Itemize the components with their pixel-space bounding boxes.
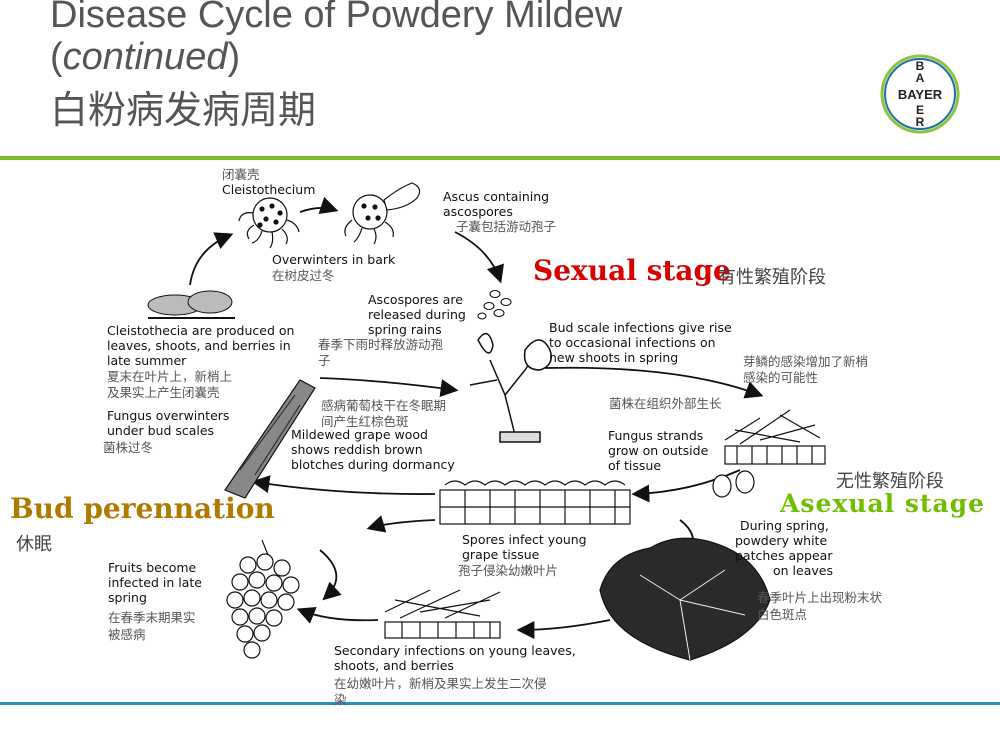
secondary-en-2: shoots, and berries (334, 658, 454, 673)
logo-letter-r: R (916, 115, 925, 129)
arrow-wood-to-shoot (319, 377, 459, 398)
cleistothecium-cn: 闭囊壳 (222, 167, 260, 182)
ascus-cn: 子囊包括游动孢子 (456, 219, 557, 234)
budscale-en-1: Bud scale infections give rise (549, 320, 732, 335)
young-tissue-illustration (439, 480, 631, 525)
spring-en-2: powdery white (735, 533, 828, 548)
ascospores-en-1: Ascospores are (368, 292, 463, 307)
produced-en-2: leaves, shoots, and berries in (107, 338, 291, 353)
ascus-en-1: Ascus containing (443, 189, 550, 204)
arrow-fruit-loop (319, 549, 342, 601)
ascospores-en-2: released during (368, 307, 466, 322)
budscale-cn-1: 芽鳞的感染增加了新梢 (743, 354, 869, 369)
strands-cn: 菌株在组织外部生长 (609, 396, 722, 411)
wood-en-1: Mildewed grape wood (291, 427, 428, 442)
title-italic: continued (62, 36, 228, 78)
sexual-stage-cn: 有性繁殖阶段 (718, 267, 826, 288)
strands-en-2: grow on outside (608, 443, 709, 458)
overwinter-en: Overwinters in bark (272, 252, 396, 267)
fungus-overwinters-1: Fungus overwinters (107, 408, 230, 423)
arrow-ascus-to-spores (454, 231, 504, 284)
ascospores-cn-2: 子 (318, 353, 331, 368)
logo-horizontal: BAYER (898, 87, 943, 102)
bud-perennation-cn: 休眠 (16, 534, 52, 555)
spores-en-1: Spores infect young (462, 532, 587, 547)
asexual-stage-cn: 无性繁殖阶段 (836, 471, 944, 492)
produced-cn-2: 及果实上产生闭囊壳 (107, 385, 220, 400)
title-paren-close: ) (227, 36, 241, 78)
secondary-infection-illustration (384, 589, 501, 639)
ascus-en-2: ascospores (443, 204, 513, 219)
arrow-shoot-to-strands (544, 366, 764, 399)
conidia-illustration (712, 470, 755, 498)
budscale-en-3: new shoots in spring (549, 350, 679, 365)
spring-cn-1: 春季叶片上出现粉末状 (757, 590, 883, 605)
wood-cn-2: 间产生红棕色斑 (321, 414, 409, 429)
spring-en-4: on leaves (773, 563, 833, 578)
title-paren-open: ( (50, 36, 63, 78)
wood-en-3: blotches during dormancy (291, 457, 455, 472)
page-title-cn: 白粉病发病周期 (50, 88, 317, 132)
asexual-stage-label: Asexual stage (780, 489, 986, 518)
grape-cluster-illustration (226, 539, 300, 659)
wood-cn-1: 感病葡萄枝干在冬眠期 (321, 398, 447, 413)
fruits-en-3: spring (108, 590, 147, 605)
title-line-2: (continued) (50, 36, 622, 78)
spores-cn: 孢子侵染幼嫩叶片 (458, 563, 559, 578)
new-shoot-illustration (469, 332, 552, 443)
secondary-cn-2: 染 (334, 692, 347, 707)
sexual-stage-label: Sexual stage (533, 254, 731, 287)
arrow-produced-to-cleist (189, 232, 234, 286)
cleistothecium-en: Cleistothecium (222, 182, 316, 197)
wood-en-2: shows reddish brown (291, 442, 423, 457)
cleistothecium-illustration (238, 197, 300, 249)
fruits-en-2: infected in late (108, 575, 202, 590)
ascospores-cn-1: 春季下雨时释放游动孢 (318, 337, 444, 352)
spores-en-2: grape tissue (462, 547, 540, 562)
top-divider (0, 156, 1000, 160)
produced-en-1: Cleistothecia are produced on (107, 323, 295, 338)
logo-letter-b: B (916, 59, 925, 73)
arrow-leaf-to-secondary (516, 619, 611, 639)
logo-letter-e: E (916, 103, 924, 117)
infected-leaf-illustration (599, 537, 771, 661)
secondary-cn-1: 在幼嫩叶片，新梢及果实上发生二次侵 (334, 676, 547, 691)
overwinter-cn: 在树皮过冬 (272, 268, 335, 283)
fungus-overwinters-cn: 菌株过冬 (103, 440, 154, 455)
title-line-1: Disease Cycle of Powdery Mildew (50, 0, 623, 36)
produced-en-3: late summer (107, 353, 187, 368)
bud-perennation-label: Bud perennation (10, 492, 275, 525)
cleistothecia-cluster-illustration (147, 290, 235, 319)
bottom-divider (0, 702, 1000, 705)
ascospores-en-3: spring rains (368, 322, 442, 337)
bayer-logo: B A BAYER E R (880, 54, 960, 134)
strands-en-1: Fungus strands (608, 428, 704, 443)
secondary-en-1: Secondary infections on young leaves, (334, 643, 576, 658)
ascospores-illustration (477, 289, 512, 320)
spring-en-3: patches appear (735, 548, 833, 563)
strands-en-3: of tissue (608, 458, 662, 473)
fruits-cn-2: 被感病 (108, 627, 146, 642)
budscale-en-2: to occasional infections on (549, 335, 716, 350)
ascus-illustration (344, 182, 421, 245)
page-title: Disease Cycle of Powdery Mildew (continu… (50, 0, 622, 78)
budscale-cn-2: 感染的可能性 (743, 370, 819, 385)
arrow-strands-to-spores (631, 469, 741, 503)
fruits-en-1: Fruits become (108, 560, 197, 575)
fungus-overwinters-2: under bud scales (107, 423, 215, 438)
arrow-tissue-to-wood (251, 475, 436, 495)
spring-cn-2: 白色斑点 (757, 607, 808, 622)
arrow-cleist-to-ascus (299, 196, 339, 214)
fungus-strands-illustration (724, 409, 826, 465)
arrow-secondary-to-fruit (296, 606, 379, 624)
fruits-cn-1: 在春季末期果实 (108, 610, 196, 625)
logo-letter-a: A (916, 71, 925, 85)
arrow-spores-to-bud (366, 515, 436, 533)
spring-en-1: During spring, (740, 518, 829, 533)
produced-cn-1: 夏末在叶片上，新梢上 (107, 369, 233, 384)
mildewed-wood-illustration (224, 379, 316, 499)
